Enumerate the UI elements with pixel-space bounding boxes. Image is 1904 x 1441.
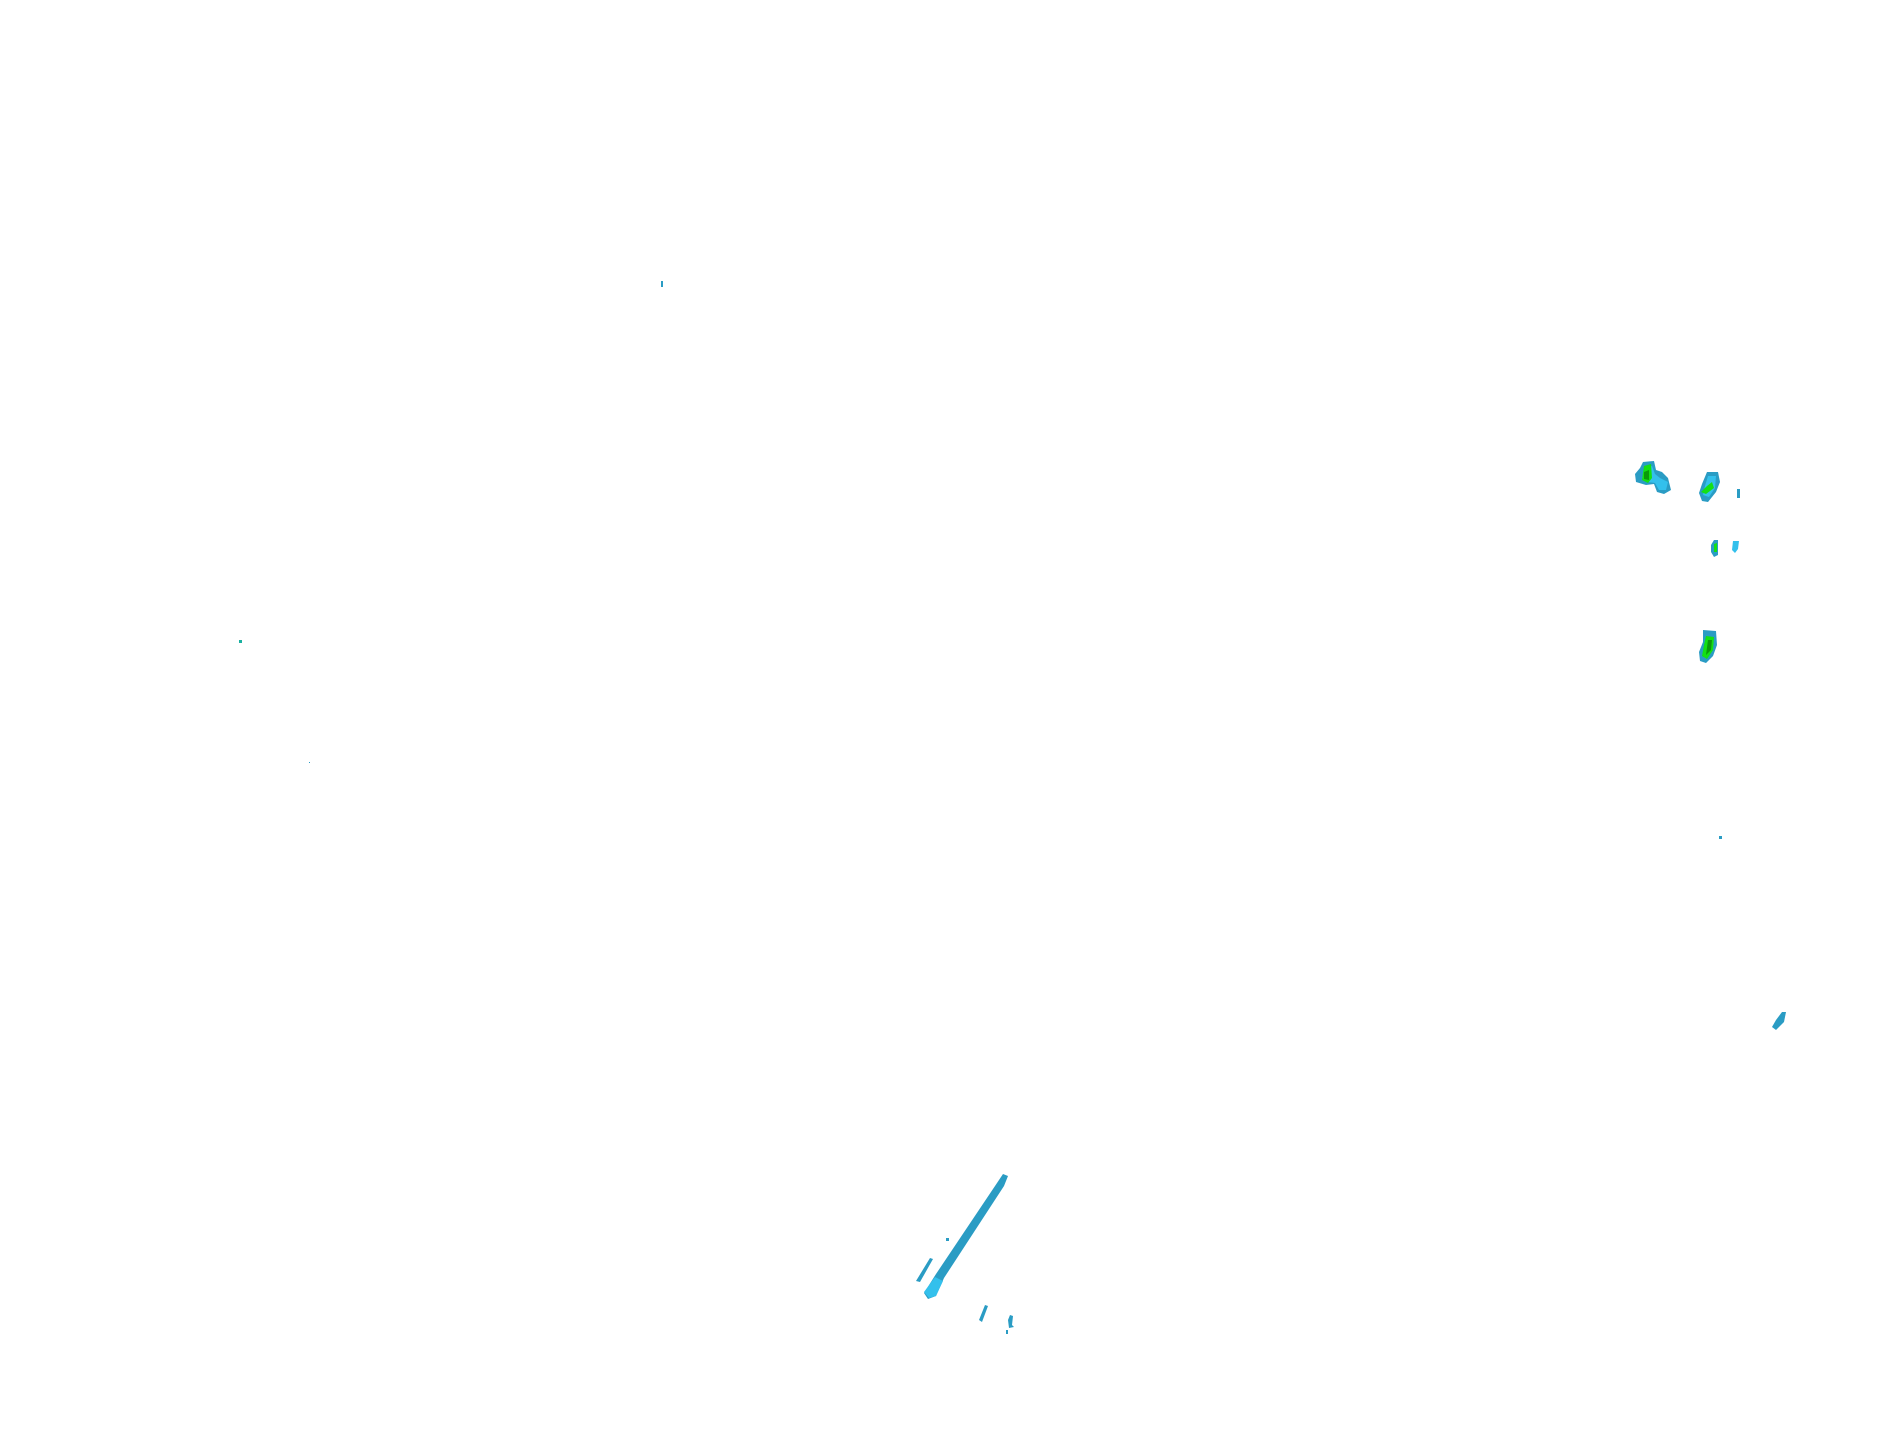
precip-streak-2 bbox=[979, 1305, 988, 1322]
precip-dot-3 bbox=[661, 281, 663, 287]
precip-cell-5 bbox=[1732, 541, 1739, 553]
precip-band-south bbox=[924, 1174, 1008, 1299]
precip-cell-1 bbox=[1635, 461, 1671, 494]
precip-dot-5 bbox=[309, 762, 310, 763]
precip-cell-3 bbox=[1737, 489, 1740, 498]
precip-dot-4 bbox=[239, 640, 242, 643]
precip-streak-1 bbox=[916, 1258, 933, 1282]
precip-cell-7 bbox=[1719, 836, 1722, 839]
precip-dot-2 bbox=[1006, 1330, 1008, 1334]
precip-cell-4 bbox=[1711, 540, 1718, 557]
precip-cell-6 bbox=[1699, 630, 1717, 663]
precip-cell-8 bbox=[1772, 1012, 1786, 1030]
precip-dot-1 bbox=[946, 1238, 949, 1241]
precip-cell-2 bbox=[1699, 472, 1720, 502]
precip-streak-3 bbox=[1008, 1315, 1014, 1328]
